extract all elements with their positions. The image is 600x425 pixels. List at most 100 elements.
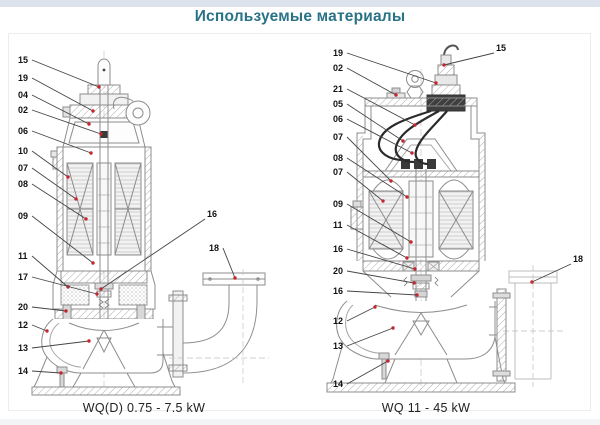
callout-label: 16 xyxy=(207,209,217,219)
callout-dot xyxy=(87,122,91,126)
callout-label: 09 xyxy=(18,211,28,221)
leader-line xyxy=(346,327,394,347)
callout-dot xyxy=(84,217,88,221)
callout-label: 10 xyxy=(18,146,28,156)
callout-dot xyxy=(405,195,409,199)
callout-label: 07 xyxy=(333,167,343,177)
leader-line xyxy=(346,360,389,385)
leader-line xyxy=(346,118,413,154)
callout-label: 04 xyxy=(18,90,28,100)
callout-dot xyxy=(413,123,417,127)
callout-label: 20 xyxy=(18,302,28,312)
callout-dot xyxy=(409,240,413,244)
callout-label: 07 xyxy=(333,132,343,142)
leader-line xyxy=(346,290,418,296)
leader-line xyxy=(31,167,77,200)
callout-label: 13 xyxy=(18,343,28,353)
leader-line xyxy=(443,52,495,66)
pump-small-drawing xyxy=(31,51,269,396)
callout-dot xyxy=(233,276,237,280)
callout-dot xyxy=(413,267,417,271)
callout-dot xyxy=(97,85,101,89)
callout-dot xyxy=(442,63,446,67)
callout-label: 21 xyxy=(333,84,343,94)
leader-line xyxy=(346,270,415,284)
callout-dot xyxy=(89,151,93,155)
callout-dot xyxy=(530,280,534,284)
callout-dot xyxy=(91,109,95,113)
callout-label: 06 xyxy=(18,126,28,136)
leader-line xyxy=(100,218,206,290)
leader-line xyxy=(346,157,408,198)
callout-dot xyxy=(373,305,377,309)
callout-label: 12 xyxy=(333,316,343,326)
leader-line xyxy=(346,103,404,142)
callout-label: 14 xyxy=(18,366,28,376)
leader-line xyxy=(31,276,98,295)
leader-line xyxy=(31,255,69,288)
callout-dot xyxy=(410,151,414,155)
callout-dot xyxy=(59,371,63,375)
leader-line xyxy=(346,248,416,270)
callout-label: 15 xyxy=(18,55,28,65)
leader-line xyxy=(346,52,437,84)
callout-label: 08 xyxy=(333,153,343,163)
leader-line xyxy=(31,150,69,178)
leader-line xyxy=(346,136,392,182)
callout-dot xyxy=(45,329,49,333)
callout-label: 07 xyxy=(18,163,28,173)
leader-line xyxy=(346,88,416,126)
callout-dot xyxy=(87,339,91,343)
callout-dot xyxy=(401,139,405,143)
leader-line xyxy=(31,59,100,88)
leader-line xyxy=(31,370,62,374)
leader-line xyxy=(31,183,87,220)
callout-label: 06 xyxy=(333,114,343,124)
page-title: Используемые материалы xyxy=(194,8,406,25)
callout-label: 02 xyxy=(18,105,28,115)
callout-label: 16 xyxy=(333,286,343,296)
callout-label: 16 xyxy=(333,244,343,254)
callout-dot xyxy=(381,199,385,203)
callout-label: 12 xyxy=(18,320,28,330)
callout-dot xyxy=(394,93,398,97)
leader-line xyxy=(31,340,90,349)
caption-pump-large: WQ 11 - 45 kW xyxy=(381,401,471,415)
leader-line xyxy=(31,77,94,112)
callout-dot xyxy=(386,359,390,363)
top-accent-bar xyxy=(0,0,600,7)
callout-dot xyxy=(66,175,70,179)
leader-line xyxy=(346,171,384,202)
callout-label: 17 xyxy=(18,272,28,282)
leader-line xyxy=(31,306,67,312)
leader-line xyxy=(346,224,408,259)
callout-label: 18 xyxy=(209,243,219,253)
callout-label: 15 xyxy=(496,43,506,53)
leader-line xyxy=(346,203,412,243)
pump-large-drawing xyxy=(326,44,563,393)
callout-dot xyxy=(64,309,68,313)
bottom-strip xyxy=(0,419,600,425)
callout-dot xyxy=(99,287,103,291)
callout-label: 14 xyxy=(333,379,343,389)
leader-line xyxy=(31,109,102,135)
callout-dot xyxy=(415,293,419,297)
leader-line xyxy=(346,67,397,96)
callout-dot xyxy=(389,179,393,183)
leader-line xyxy=(31,130,92,154)
leader-line xyxy=(222,247,236,279)
callout-label: 20 xyxy=(333,266,343,276)
callout-label: 18 xyxy=(573,254,583,264)
callout-dot xyxy=(91,261,95,265)
callout-dot xyxy=(74,197,78,201)
leader-line xyxy=(346,306,376,322)
callout-label: 11 xyxy=(333,220,343,230)
callout-label: 08 xyxy=(18,179,28,189)
leader-line xyxy=(531,263,572,283)
callout-dot xyxy=(95,292,99,296)
